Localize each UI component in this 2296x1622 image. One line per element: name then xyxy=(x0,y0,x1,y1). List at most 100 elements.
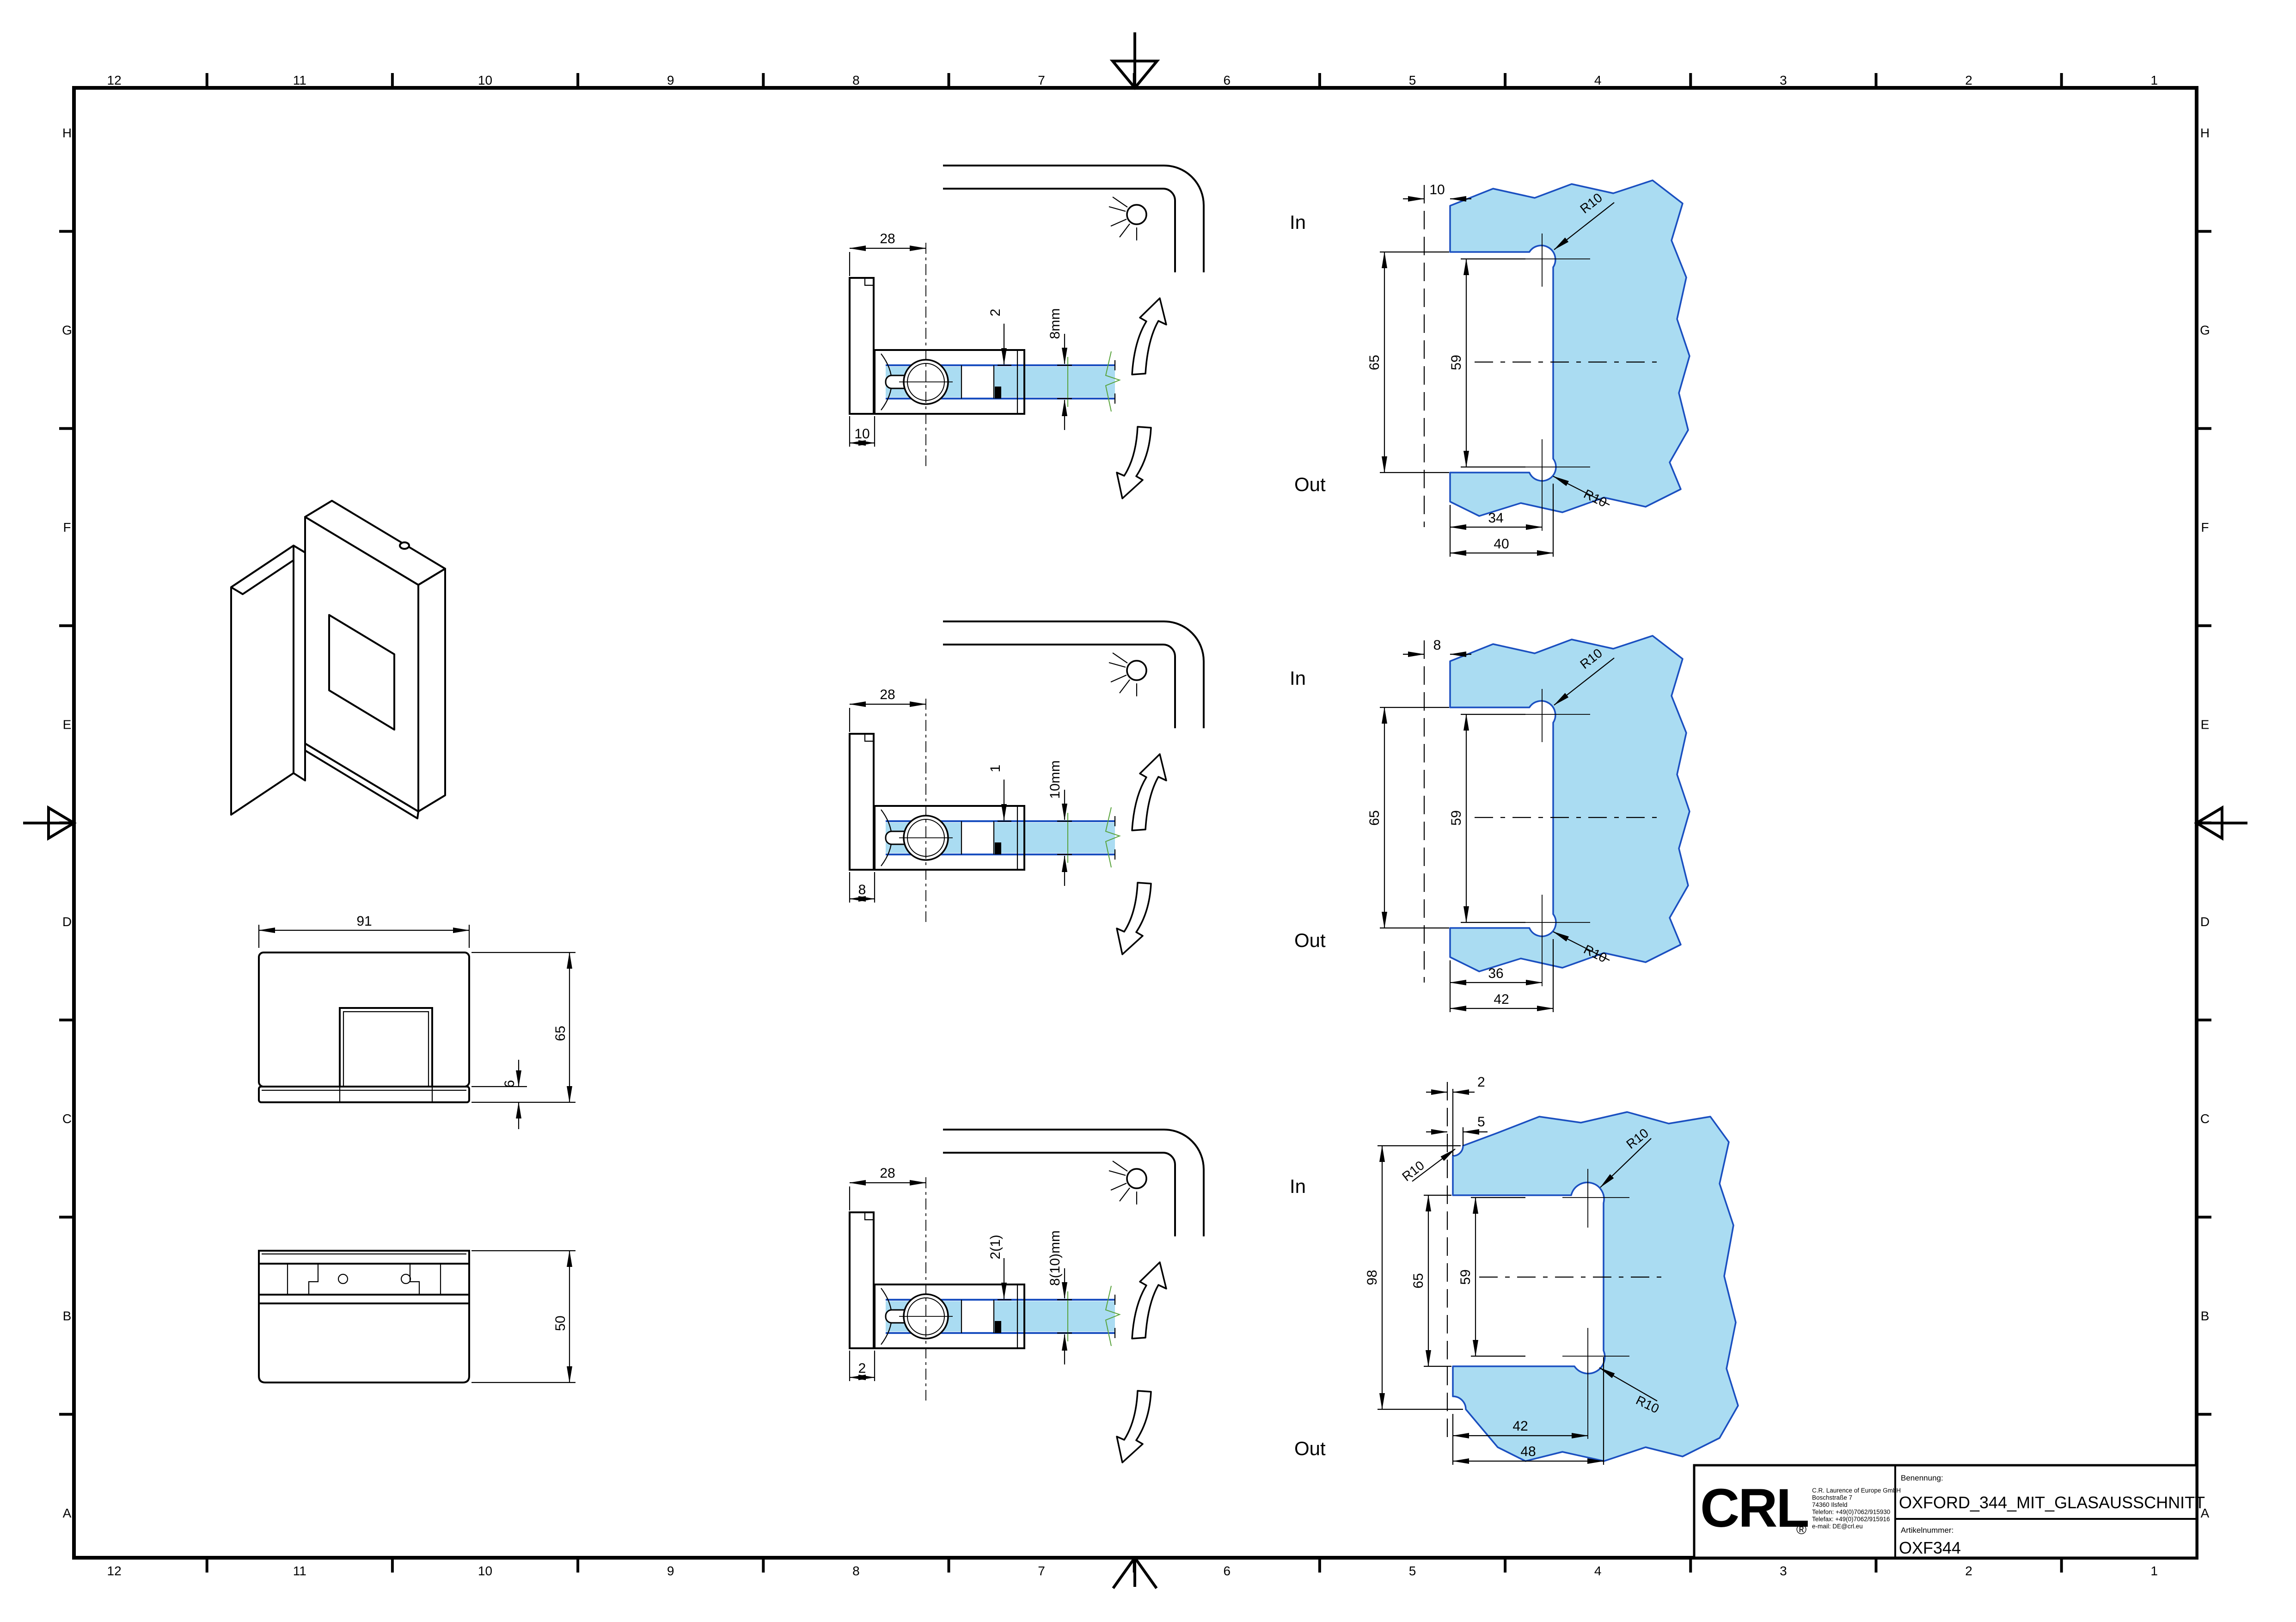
cutout1-inner: 59 xyxy=(1449,355,1464,370)
section2-offset: 8 xyxy=(858,882,866,897)
company-line: Telefon: +49(0)7062/915930 xyxy=(1812,1509,1890,1516)
out-label-row3: Out xyxy=(1294,1438,1326,1459)
grid-label: 5 xyxy=(1409,73,1416,87)
cutout3-dim-b: 48 xyxy=(1520,1444,1536,1459)
grid-label: 8 xyxy=(852,73,860,87)
plan-screw-hole xyxy=(337,1273,349,1284)
name-label: Benennung: xyxy=(1901,1474,1943,1482)
section3-width: 28 xyxy=(880,1166,895,1181)
front-base-strip xyxy=(258,1086,470,1103)
iso-screw xyxy=(399,541,410,550)
crl-logo-reg: ® xyxy=(1796,1522,1806,1537)
cutout2-height: 65 xyxy=(1367,810,1382,825)
glass-panel xyxy=(1452,1111,1739,1462)
grid-label: 12 xyxy=(107,73,122,87)
cutout1-height: 65 xyxy=(1367,355,1382,370)
company-line: C.R. Laurence of Europe GmbH xyxy=(1812,1487,1901,1494)
grid-label: 3 xyxy=(1780,1564,1787,1578)
grid-label: D xyxy=(62,915,72,929)
isometric-view xyxy=(230,500,446,819)
title-block-frame xyxy=(1693,1464,2198,1559)
grid-label: H xyxy=(2200,126,2210,140)
grid-label: 1 xyxy=(2151,73,2158,87)
iso-back-plate-side xyxy=(417,568,446,812)
section2-glass: 10mm xyxy=(1047,760,1063,799)
drawing-title: OXFORD_344_MIT_GLASAUSSCHNITT xyxy=(1899,1493,2205,1512)
grid-label: 6 xyxy=(1224,73,1231,87)
cutout1-dim-a: 34 xyxy=(1488,510,1503,526)
centering-mark-bottom xyxy=(1112,1557,1158,1589)
cutout3-edge: 2 xyxy=(1477,1075,1485,1090)
cutout1-edge: 10 xyxy=(1429,182,1445,197)
grid-label: 7 xyxy=(1038,1564,1045,1578)
grid-label: 11 xyxy=(293,73,306,87)
grid-label: H xyxy=(62,126,72,140)
section1-offset: 10 xyxy=(854,426,869,442)
grid-label: 10 xyxy=(478,73,492,87)
cutout3-radius-corner: R10 xyxy=(1399,1158,1427,1184)
article-number: OXF344 xyxy=(1899,1538,1961,1557)
section-view-row2: 28 1 10mm 8 xyxy=(850,687,1120,922)
in-out-row2: In Out xyxy=(942,621,1326,955)
crl-logo-text: CRL xyxy=(1700,1478,1808,1539)
title-block: CRL ® C.R. Laurence of Europe GmbH Bosch… xyxy=(1693,1464,2205,1559)
grid-label: A xyxy=(2201,1506,2210,1520)
grid-label: E xyxy=(2201,717,2210,731)
grid-label: E xyxy=(63,717,72,731)
grid-label: 8 xyxy=(852,1564,860,1578)
grid-label: 4 xyxy=(1594,1564,1602,1578)
company-line: Boschstraße 7 xyxy=(1812,1494,1852,1501)
glass-cutout-row3: 2 5 98 65 59 R10 R10 R10 xyxy=(1365,1075,1739,1465)
glass-cutout-row2: 8 65 59 36 42 R10 R10 xyxy=(1367,636,1690,1012)
grid-label: 2 xyxy=(1965,1564,1972,1578)
section1-glass: 8mm xyxy=(1047,308,1063,339)
grid-label: B xyxy=(2201,1309,2210,1323)
section3-gap: 2(1) xyxy=(988,1235,1003,1259)
grid-label: C xyxy=(2200,1112,2210,1126)
grid-label: C xyxy=(62,1112,72,1126)
in-out-row1: In Out xyxy=(942,165,1326,499)
iso-wall-plate-edge xyxy=(293,545,306,781)
front-notch xyxy=(339,1007,433,1087)
grid-label: 6 xyxy=(1224,1564,1231,1578)
out-label-row2: Out xyxy=(1294,929,1326,951)
section1-width: 28 xyxy=(880,231,895,246)
grid-label: 9 xyxy=(667,73,674,87)
cutout3-dim-a: 42 xyxy=(1512,1419,1528,1434)
plan-outline xyxy=(258,1250,470,1383)
section1-gap: 2 xyxy=(988,309,1003,317)
cutout3-total: 98 xyxy=(1365,1270,1380,1285)
section2-width: 28 xyxy=(880,687,895,702)
centering-mark-right xyxy=(2194,805,2247,841)
company-address: C.R. Laurence of Europe GmbH Boschstraße… xyxy=(1812,1487,1901,1530)
in-label-row1: In xyxy=(1290,211,1306,233)
grid-label: 12 xyxy=(107,1564,122,1578)
section3-glass: 8(10)mm xyxy=(1047,1230,1063,1286)
grid-label: 11 xyxy=(293,1564,306,1578)
number-label: Artikelnummer: xyxy=(1901,1526,1953,1535)
plan-screw-hole xyxy=(400,1273,411,1284)
in-out-row3: In Out xyxy=(942,1129,1326,1463)
cutout3-edge2: 5 xyxy=(1477,1114,1485,1130)
grid-label: A xyxy=(63,1506,72,1520)
grid-label: F xyxy=(2201,520,2209,535)
glass-cutout-row1: 10 65 59 34 40 R10 R10 xyxy=(1367,180,1690,557)
cutout3-inner: 59 xyxy=(1458,1269,1473,1284)
company-line: e-mail: DE@crl.eu xyxy=(1812,1523,1863,1530)
grid-label: 9 xyxy=(667,1564,674,1578)
grid-label: G xyxy=(2200,323,2210,338)
cutout2-edge: 8 xyxy=(1433,638,1441,653)
grid-label: 5 xyxy=(1409,1564,1416,1578)
front-base-dim: 6 xyxy=(502,1080,517,1088)
grid-label: 2 xyxy=(1965,73,1972,87)
cutout2-dim-b: 42 xyxy=(1494,992,1509,1007)
section3-offset: 2 xyxy=(858,1361,866,1376)
grid-label: 3 xyxy=(1780,73,1787,87)
front-view: 91 65 6 xyxy=(258,914,576,1129)
grid-label: G xyxy=(62,323,72,338)
front-outline xyxy=(258,952,470,1087)
grid-label: 4 xyxy=(1594,73,1602,87)
